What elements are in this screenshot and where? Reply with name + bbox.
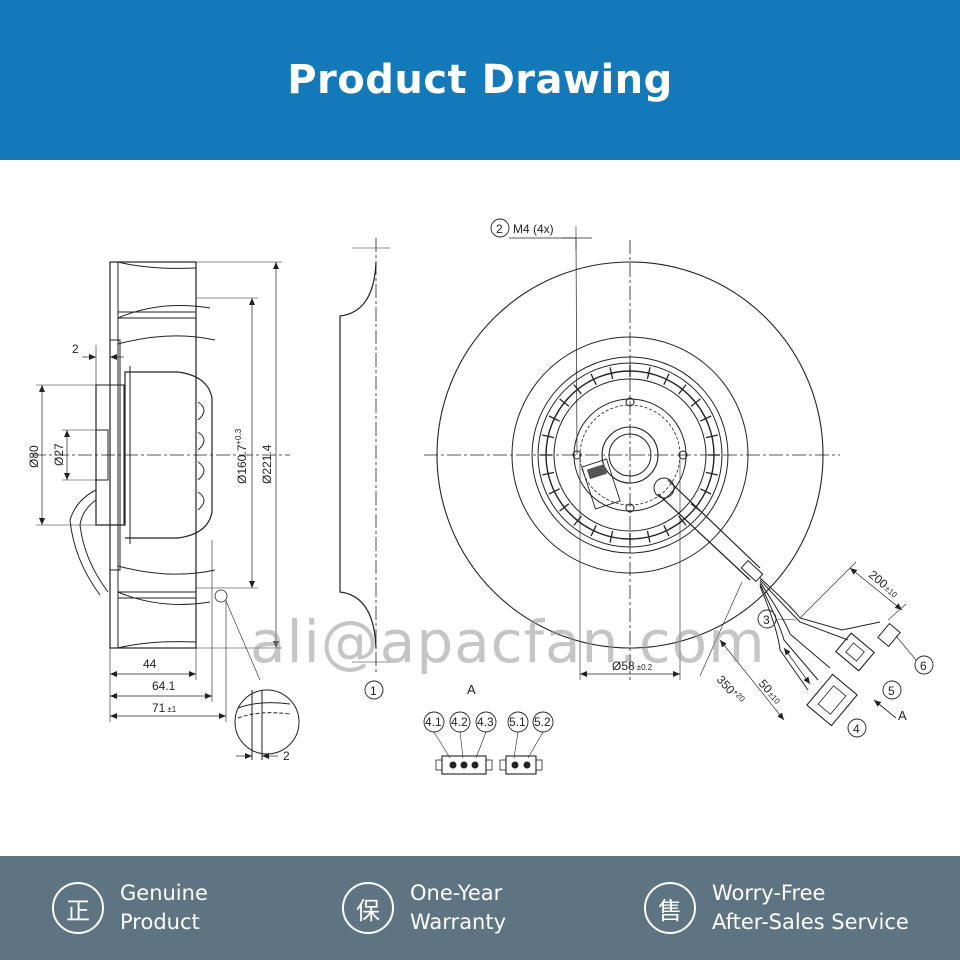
dim-2-detail-label: 2 bbox=[283, 749, 290, 763]
vent-slot bbox=[705, 434, 718, 439]
vent-slot bbox=[609, 530, 614, 543]
svg-text:50±10: 50±10 bbox=[756, 677, 785, 707]
vent-slot bbox=[646, 367, 651, 380]
watermark-text: ali@apacfan.com bbox=[250, 608, 766, 676]
header-banner: Product Drawing bbox=[0, 0, 960, 160]
vent-slot bbox=[646, 530, 651, 543]
svg-text:Ø160.7+0.3: Ø160.7+0.3 bbox=[234, 428, 249, 484]
svg-text:350+20: 350+20 bbox=[714, 673, 747, 708]
vent-slot bbox=[700, 415, 712, 422]
vent-slot bbox=[663, 373, 670, 385]
marker-1-circle bbox=[364, 680, 384, 700]
connector-title: A bbox=[467, 682, 476, 697]
vent-slot bbox=[663, 525, 670, 537]
vent-slot bbox=[573, 384, 582, 395]
vent-slot bbox=[590, 373, 597, 385]
vent-slot bbox=[590, 525, 597, 537]
marker-6-label: 6 bbox=[920, 659, 927, 673]
genuine-icon: 正 bbox=[52, 882, 104, 934]
badge-warranty: 保 One-Year Warranty bbox=[342, 856, 506, 960]
dim-64-label: 64.1 bbox=[152, 679, 176, 693]
marker-3-label: 3 bbox=[763, 613, 770, 627]
badge-line1: Genuine bbox=[120, 881, 208, 905]
dim-160-tol: +0.3 bbox=[234, 428, 243, 444]
vent-slot bbox=[700, 488, 712, 495]
vent-slot bbox=[690, 398, 701, 407]
pin-4-1-label: 4.1 bbox=[425, 715, 442, 729]
vent-slot bbox=[548, 415, 560, 422]
svg-text:Ø58±0.2: Ø58±0.2 bbox=[612, 659, 653, 673]
dim-160-label: Ø160.7 bbox=[235, 444, 249, 484]
marker-1-label: 1 bbox=[370, 684, 377, 698]
vent-slot bbox=[705, 471, 718, 476]
dim-71-label: 71 bbox=[152, 701, 166, 715]
dim-44-label: 44 bbox=[143, 657, 157, 671]
marker-5-label: 5 bbox=[888, 684, 895, 698]
vent-slot bbox=[609, 367, 614, 380]
badge-line2: Warranty bbox=[410, 910, 507, 934]
pin-5-1-label: 5.1 bbox=[509, 715, 526, 729]
after-sales-icon: 售 bbox=[644, 882, 696, 934]
side-view: Ø80 Ø27 2 Ø160.7+0.3 Ø221.4 44 64.1 71±1 bbox=[27, 261, 300, 763]
warranty-icon: 保 bbox=[342, 882, 394, 934]
vent-slot bbox=[559, 503, 570, 512]
badge-genuine-product: 正 Genuine Product bbox=[52, 856, 208, 960]
vent-slot bbox=[678, 384, 687, 395]
technical-drawing: Ø80 Ø27 2 Ø160.7+0.3 Ø221.4 44 64.1 71±1 bbox=[0, 160, 960, 856]
page-title: Product Drawing bbox=[287, 57, 673, 103]
footer-bar: 正 Genuine Product 保 One-Year Warranty 售 … bbox=[0, 856, 960, 960]
connector-detail: A 4.1 4.2 4.3 5.1 5.2 bbox=[423, 682, 554, 775]
badge-line1: One-Year bbox=[410, 881, 503, 905]
dim-221-label: Ø221.4 bbox=[260, 444, 274, 484]
pin-4-2-label: 4.2 bbox=[451, 715, 468, 729]
mount-label: M4 (4x) bbox=[513, 222, 554, 236]
dim-27-label: Ø27 bbox=[52, 443, 66, 466]
marker-2-label: 2 bbox=[496, 222, 503, 236]
marker-4-label: 4 bbox=[853, 722, 860, 736]
dim-80-label: Ø80 bbox=[27, 445, 41, 468]
vent-slot bbox=[542, 471, 555, 476]
dim-58-label: Ø58 bbox=[612, 659, 635, 673]
pin-4-3-label: 4.3 bbox=[477, 715, 494, 729]
profile-view: 1 bbox=[339, 238, 390, 700]
vent-slot bbox=[559, 398, 570, 407]
badge-after-sales: 售 Worry-Free After-Sales Service bbox=[644, 856, 909, 960]
vent-slot bbox=[542, 434, 555, 439]
dim-71-tol: ±1 bbox=[167, 705, 176, 714]
dim-2-top-label: 2 bbox=[72, 342, 79, 356]
badge-line2: After-Sales Service bbox=[712, 910, 909, 934]
pin-5-2-label: 5.2 bbox=[534, 715, 551, 729]
vent-slot bbox=[548, 488, 560, 495]
badge-line1: Worry-Free bbox=[712, 881, 826, 905]
dim-58-tol: ±0.2 bbox=[637, 663, 653, 672]
badge-line2: Product bbox=[120, 910, 200, 934]
view-a-label: A bbox=[898, 708, 907, 723]
svg-text:71±1: 71±1 bbox=[152, 701, 177, 715]
